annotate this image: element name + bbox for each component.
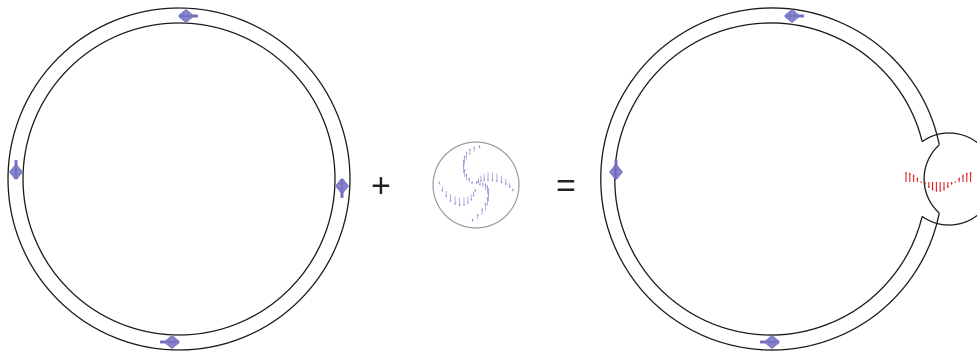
left-ring-pulse-bottom [160, 335, 180, 349]
left-ring-resonator [7, 7, 351, 351]
histogram-pulse-icon [9, 160, 23, 180]
spiral-vector-field-icon [438, 145, 514, 222]
left-ring-pulse-top [178, 9, 198, 23]
equals-operator: = [556, 167, 576, 205]
left-ring-pulse-left [9, 160, 23, 180]
histogram-pulse-icon [160, 335, 180, 349]
left-ring-pulse-right [335, 178, 349, 198]
histogram-pulse-icon [760, 335, 780, 349]
sinusoidal-arrow-field-icon [904, 172, 972, 192]
histogram-pulse-icon [178, 9, 198, 23]
right-ring-pulse-left [609, 160, 623, 180]
right-ring-outer-wall [600, 7, 940, 351]
vortex-disc-outline [432, 141, 520, 229]
left-ring-inner-wall [22, 22, 336, 336]
left-ring-outer-wall [7, 7, 351, 351]
right-coupled-disc-outline [921, 132, 977, 226]
right-ring-pulse-bottom [760, 335, 780, 349]
histogram-pulse-icon [784, 9, 804, 23]
vortex-field-disc [432, 141, 520, 229]
histogram-pulse-icon [335, 178, 349, 198]
right-ring-inner-wall [614, 22, 923, 336]
plus-operator: + [371, 167, 391, 205]
right-ring-resonator [600, 7, 977, 351]
right-ring-pulse-top [784, 9, 804, 23]
histogram-pulse-icon [609, 160, 623, 180]
